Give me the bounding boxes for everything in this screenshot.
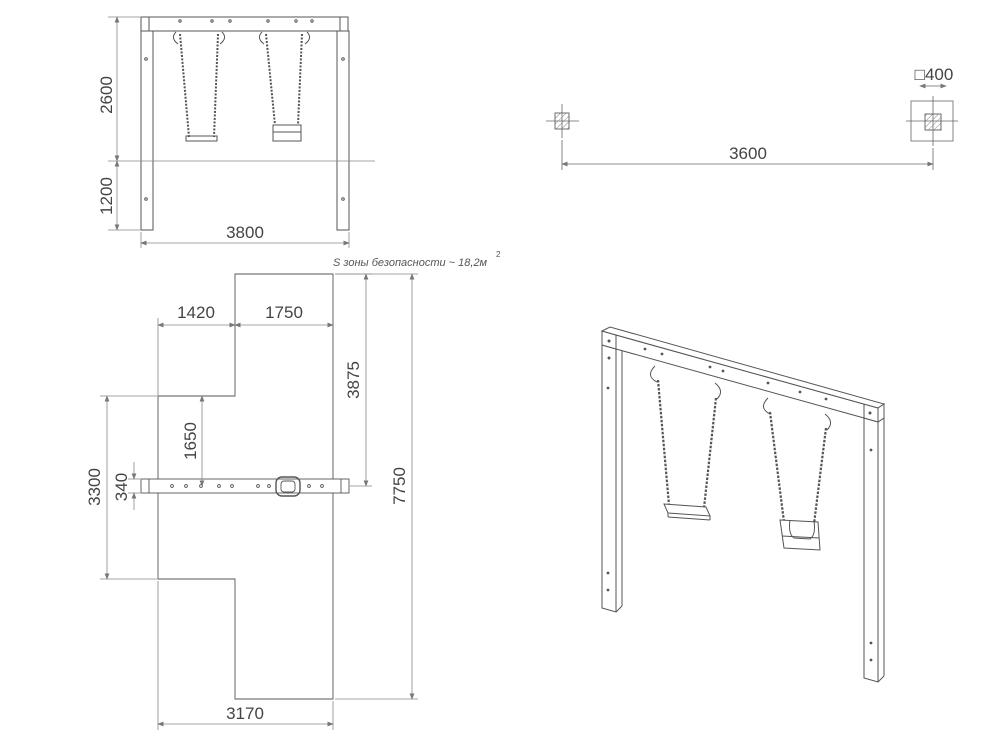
plan-view: [140, 273, 350, 700]
dim-upper-height: 3875: [344, 361, 363, 399]
isometric-view: [600, 326, 886, 683]
dim-beam-width: 340: [112, 473, 131, 501]
dim-inner-height: 1650: [181, 422, 200, 460]
front-view: [140, 16, 350, 231]
front-flat-seat: [185, 135, 218, 142]
top-view: [546, 83, 958, 170]
iso-left-post: [601, 344, 617, 613]
front-top-beam: [140, 16, 349, 32]
dim-left-offset: 1420: [177, 303, 215, 322]
safety-zone-outline: [157, 273, 334, 700]
front-left-post: [140, 30, 154, 231]
plan-dims: [100, 273, 418, 730]
safety-zone-note-sup: 2: [496, 250, 501, 259]
dim-post: □400: [915, 65, 954, 84]
dim-total-height: 7750: [390, 467, 409, 505]
safety-zone-note: S зоны безопасности ~ 18,2м: [333, 257, 488, 269]
iso-flat-seat: [663, 503, 711, 517]
left-post-section: [554, 112, 570, 130]
dim-width: 3800: [226, 223, 264, 242]
dim-right-offset: 1750: [265, 303, 303, 322]
dim-height-lower: 1200: [97, 177, 116, 215]
dim-zone-height: 3300: [85, 468, 104, 506]
dim-spacing: 3600: [729, 144, 767, 163]
front-right-post: [336, 30, 350, 231]
right-post-section: [924, 113, 942, 131]
front-dims: [108, 16, 375, 248]
dim-height-upper: 2600: [97, 76, 116, 114]
front-cradle-seat: [272, 124, 302, 142]
dim-bottom-width: 3170: [226, 704, 264, 723]
plan-beam: [140, 478, 350, 494]
iso-top-beam: [601, 330, 879, 423]
plan-cradle-seat: [275, 476, 301, 497]
